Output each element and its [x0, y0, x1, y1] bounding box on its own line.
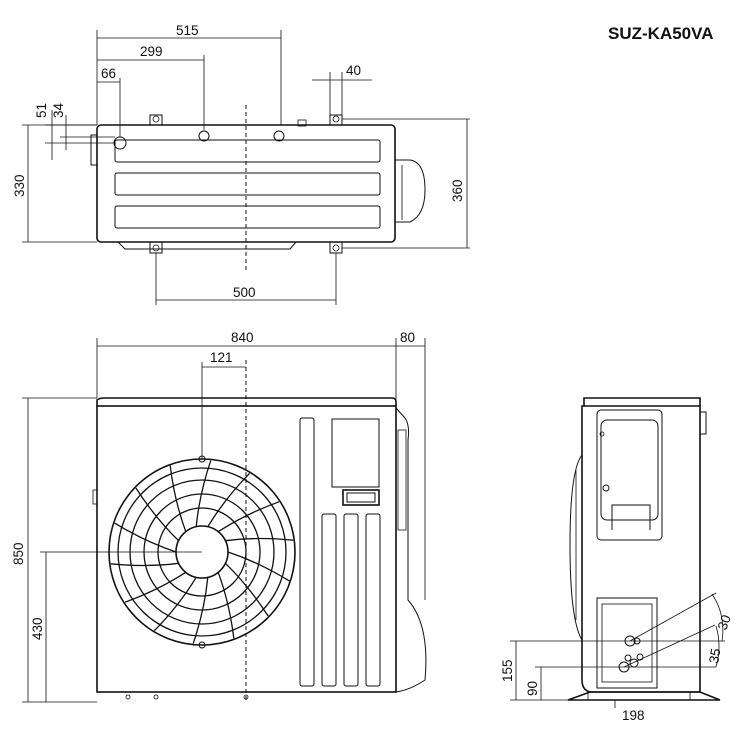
front-view-louver-2 — [343, 513, 359, 687]
dim-90: 90 — [525, 681, 540, 696]
top-view-hole-3 — [273, 130, 285, 142]
side-view-top-cap — [583, 397, 701, 406]
side-view-fan-guard — [569, 454, 583, 641]
top-view-foot-tl — [149, 114, 163, 125]
front-view-panel-window — [331, 418, 380, 488]
top-view-hole-2 — [198, 130, 210, 142]
top-view-foot-tr — [329, 114, 343, 125]
front-view-louver-1 — [321, 513, 337, 687]
fan-spoke — [195, 460, 212, 527]
model-title: SUZ-KA50VA — [608, 24, 713, 43]
fan-spoke — [217, 572, 235, 639]
side-view-valve-panel — [596, 597, 658, 689]
dim-198: 198 — [622, 708, 645, 723]
fan-spoke — [217, 501, 280, 533]
top-view: 515 299 66 40 51 34 330 360 — [12, 23, 470, 305]
dim-430: 430 — [30, 617, 45, 640]
fan-spoke — [110, 562, 179, 567]
fan-spoke — [124, 571, 187, 603]
dim-330: 330 — [12, 174, 27, 197]
top-view-fan-base — [117, 241, 297, 250]
side-view-base — [567, 691, 721, 701]
top-view-foot-tl-hole — [152, 115, 160, 123]
side-view-body — [581, 405, 701, 693]
angle-35: 35 — [706, 647, 723, 664]
dim-515: 515 — [176, 23, 199, 38]
dim-51: 51 — [34, 103, 49, 118]
fan-spokes — [110, 460, 294, 644]
dim-299: 299 — [140, 44, 163, 59]
fan-spoke — [225, 537, 294, 542]
front-view-handle — [342, 489, 380, 506]
fan-spoke — [114, 522, 177, 553]
side-view-upper-panel — [596, 409, 663, 541]
angle-arc-35 — [715, 625, 720, 668]
dim-500: 500 — [233, 285, 256, 300]
fan-spoke — [192, 577, 209, 644]
dim-850: 850 — [11, 542, 26, 565]
dim-80: 80 — [400, 330, 415, 345]
front-view-side-panel — [395, 407, 427, 693]
fan-spoke — [153, 576, 197, 632]
fan-spoke — [227, 551, 290, 582]
top-view-foot-bl-hole — [152, 244, 160, 252]
dim-66: 66 — [101, 66, 116, 81]
top-view-left-nub — [90, 134, 98, 166]
top-view-foot-tr-hole — [332, 115, 340, 123]
dim-360: 360 — [450, 179, 465, 202]
fan-spoke — [135, 487, 180, 542]
top-view-slot-2 — [114, 172, 381, 196]
front-view-side-cover — [397, 429, 407, 531]
front-view-panel-strip — [299, 417, 315, 687]
side-view: 30 35 155 90 198 — [500, 397, 734, 723]
dim-155: 155 — [500, 659, 515, 682]
top-view-slot-1 — [114, 139, 381, 163]
angle-arc-30 — [711, 593, 724, 642]
front-view-louver-3 — [365, 513, 381, 687]
angle-30: 30 — [715, 613, 734, 632]
front-view-left-nub — [92, 489, 98, 505]
dim-40: 40 — [346, 63, 361, 78]
top-view-foot-br-hole — [332, 244, 340, 252]
front-view: 840 80 121 850 430 — [11, 330, 427, 703]
side-view-right-tab — [699, 411, 707, 435]
side-view-panel-handle — [611, 504, 651, 530]
top-view-slot-3 — [114, 205, 381, 229]
fan-spoke — [224, 562, 269, 617]
dim-121: 121 — [210, 350, 233, 365]
dim-34: 34 — [51, 102, 66, 118]
fan-spoke — [169, 465, 187, 532]
top-view-valve-cover — [395, 159, 426, 223]
top-view-tab — [297, 119, 307, 127]
dim-840: 840 — [231, 330, 254, 345]
fan-spoke — [207, 472, 251, 528]
